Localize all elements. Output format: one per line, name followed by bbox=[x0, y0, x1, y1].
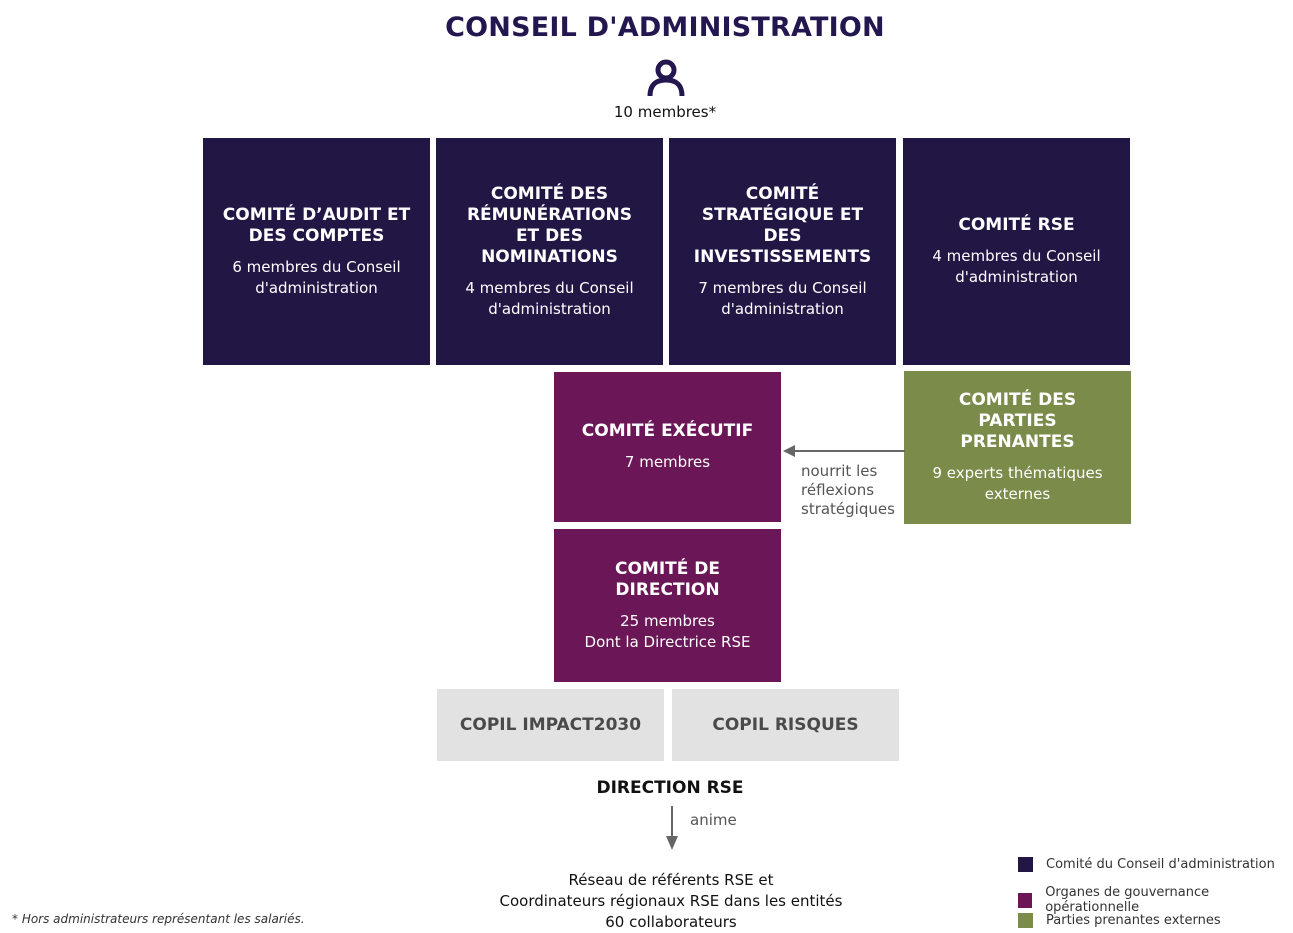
legend-label: Organes de gouvernance opérationnelle bbox=[1045, 885, 1210, 915]
legend-swatch bbox=[1018, 892, 1033, 908]
direction-sub-1: 25 membres bbox=[620, 611, 715, 630]
committee-title: COMITÉ DES RÉMUNÉRATIONS ET DES NOMINATI… bbox=[466, 183, 633, 267]
board-members-count: 10 membres* bbox=[613, 103, 717, 121]
arrow-left-icon bbox=[783, 445, 905, 457]
comite-parties-prenantes: COMITÉ DES PARTIES PRENANTES 9 experts t… bbox=[904, 371, 1131, 524]
committee-title: COMITÉ D’AUDIT ET DES COMPTES bbox=[222, 204, 411, 246]
reseau-line-1: Réseau de référents RSE et bbox=[568, 871, 774, 889]
committee-sub: 6 membres du Conseil d'administration bbox=[232, 257, 401, 297]
executif-title: COMITÉ EXÉCUTIF bbox=[581, 421, 754, 441]
copil-title: COPIL RISQUES bbox=[712, 714, 859, 735]
anime-label: anime bbox=[690, 811, 737, 829]
reseau-line-3: 60 collaborateurs bbox=[605, 913, 737, 931]
direction-rse: DIRECTION RSE bbox=[596, 778, 744, 798]
reseau-referents: Réseau de référents RSE et Coordinateurs… bbox=[470, 870, 872, 933]
direction-sub-2: Dont la Directrice RSE bbox=[584, 632, 751, 651]
committee-strategique: COMITÉ STRATÉGIQUE ET DES INVESTISSEMENT… bbox=[669, 138, 896, 365]
legend-item-gouvernance: Organes de gouvernance opérationnelle bbox=[1018, 885, 1293, 915]
committee-title: COMITÉ STRATÉGIQUE ET DES INVESTISSEMENT… bbox=[693, 183, 872, 267]
stakeholders-title: COMITÉ DES PARTIES PRENANTES bbox=[958, 390, 1077, 452]
copil-risques: COPIL RISQUES bbox=[672, 689, 899, 761]
page-title: CONSEIL D'ADMINISTRATION bbox=[445, 12, 885, 43]
footnote: * Hors administrateurs représentant les … bbox=[12, 912, 305, 926]
reseau-line-2: Coordinateurs régionaux RSE dans les ent… bbox=[499, 892, 843, 910]
committee-sub: 4 membres du Conseil d'administration bbox=[465, 278, 634, 318]
legend-item-conseil: Comité du Conseil d'administration bbox=[1018, 857, 1275, 872]
legend-item-parties-prenantes: Parties prenantes externes bbox=[1018, 913, 1221, 928]
comite-direction: COMITÉ DE DIRECTION 25 membres Dont la D… bbox=[554, 529, 781, 682]
copil-title: COPIL IMPACT2030 bbox=[459, 714, 642, 735]
person-icon bbox=[647, 59, 685, 97]
committee-remunerations: COMITÉ DES RÉMUNÉRATIONS ET DES NOMINATI… bbox=[436, 138, 663, 365]
legend-label: Parties prenantes externes bbox=[1046, 913, 1221, 928]
copil-impact2030: COPIL IMPACT2030 bbox=[437, 689, 664, 761]
legend-label: Comité du Conseil d'administration bbox=[1046, 857, 1275, 872]
committee-audit: COMITÉ D’AUDIT ET DES COMPTES 6 membres … bbox=[203, 138, 430, 365]
stakeholders-sub: 9 experts thématiques externes bbox=[932, 464, 1103, 503]
committee-sub: 7 membres du Conseil d'administration bbox=[698, 278, 867, 318]
legend-swatch bbox=[1018, 857, 1033, 872]
legend-swatch bbox=[1018, 913, 1033, 928]
committee-rse: COMITÉ RSE 4 membres du Conseil d'admini… bbox=[903, 138, 1130, 365]
executif-sub: 7 membres bbox=[624, 453, 711, 471]
comite-executif: COMITÉ EXÉCUTIF 7 membres bbox=[554, 372, 781, 522]
direction-title: COMITÉ DE DIRECTION bbox=[614, 558, 721, 600]
committee-title: COMITÉ RSE bbox=[958, 215, 1075, 235]
arrow-label: nourrit les réflexions stratégiques bbox=[801, 462, 895, 518]
arrow-down-icon bbox=[666, 806, 678, 850]
committee-sub: 4 membres du Conseil d'administration bbox=[932, 247, 1101, 286]
